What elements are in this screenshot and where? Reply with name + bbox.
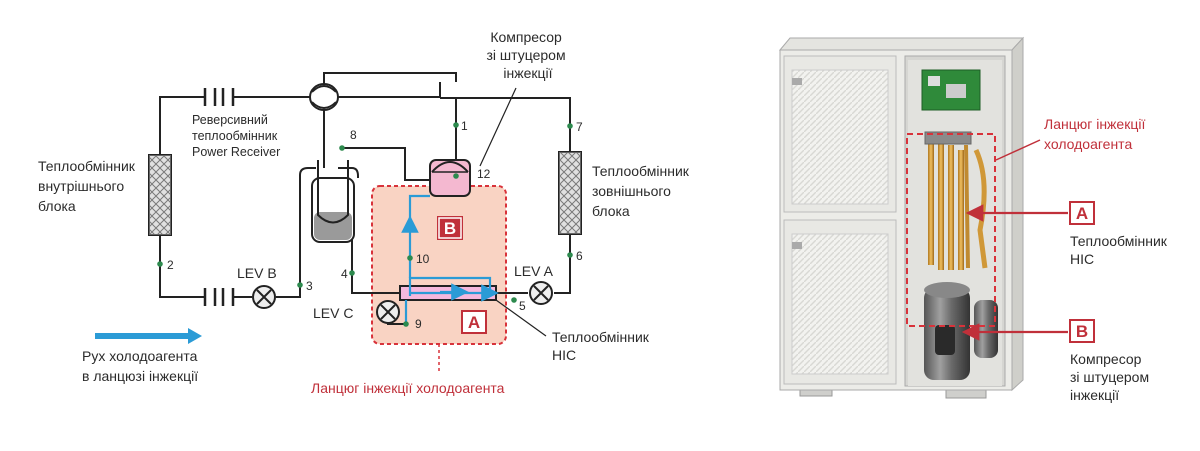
flare-connection-bottom bbox=[203, 288, 235, 306]
point-12: 12 bbox=[477, 167, 491, 181]
hic-label: Теплообмінник HIC bbox=[552, 329, 653, 363]
point-6: 6 bbox=[576, 249, 583, 263]
flare-connection-top bbox=[203, 88, 235, 106]
point-labels: 1 2 3 4 5 6 7 8 9 10 12 bbox=[167, 119, 583, 331]
right-a-label: Теплообмінник HIC bbox=[1070, 233, 1171, 267]
lev-c-label: LEV C bbox=[313, 305, 353, 321]
point-1: 1 bbox=[461, 119, 468, 133]
point-5: 5 bbox=[519, 299, 526, 313]
outdoor-unit-cutaway: Ланцюг інжекції холодоагента A Теплообмі… bbox=[778, 36, 1171, 403]
svg-text:B: B bbox=[444, 219, 456, 238]
flow-legend: Рух холодоагента в ланцюзі інжекції bbox=[82, 328, 202, 384]
right-b-label: Компресор зі штуцером інжекції bbox=[1070, 351, 1153, 403]
circuit-leader bbox=[995, 139, 1041, 161]
pcb-chip bbox=[928, 76, 940, 86]
outdoor-hx-label: Теплообмінник зовнішнього блока bbox=[592, 163, 693, 219]
flow-legend-arrowhead-icon bbox=[188, 328, 202, 344]
compressor-leader bbox=[479, 87, 517, 167]
unit-top bbox=[778, 37, 1025, 51]
flow-legend-text: Рух холодоагента в ланцюзі інжекції bbox=[82, 348, 201, 384]
badge-a-left: A bbox=[461, 310, 487, 334]
badge-b-right: B bbox=[1069, 319, 1095, 343]
lev-b-valve bbox=[252, 285, 276, 309]
injection-circuit-caption: Ланцюг інжекції холодоагента bbox=[311, 380, 505, 396]
refrigerant-piping bbox=[159, 72, 571, 325]
point-3: 3 bbox=[306, 279, 313, 293]
compressor-label: Компресор зі штуцером інжекції bbox=[487, 29, 570, 81]
lev-c-valve bbox=[376, 300, 400, 324]
unit-compressor bbox=[924, 282, 998, 380]
front-grille-lower bbox=[791, 233, 889, 375]
point-7: 7 bbox=[576, 120, 583, 134]
lev-a-label: LEV A bbox=[514, 263, 554, 279]
indoor-heat-exchanger bbox=[148, 154, 172, 236]
svg-text:B: B bbox=[1076, 322, 1088, 341]
point-9: 9 bbox=[415, 317, 422, 331]
right-circuit-label: Ланцюг інжекції холодоагента bbox=[1044, 116, 1149, 152]
handle-lower bbox=[792, 242, 802, 249]
point-4: 4 bbox=[341, 267, 348, 281]
svg-text:A: A bbox=[1076, 204, 1088, 223]
front-grille-upper bbox=[791, 69, 889, 205]
outdoor-heat-exchanger bbox=[558, 151, 582, 235]
badge-b-left: B bbox=[437, 216, 463, 240]
four-way-valve bbox=[309, 83, 339, 111]
hic-leader bbox=[495, 299, 547, 337]
lev-a-valve bbox=[529, 281, 553, 305]
pcb-component bbox=[946, 84, 966, 98]
reversible-hx-label: Реверсивний теплообмінник Power Receiver bbox=[192, 113, 281, 159]
point-2: 2 bbox=[167, 258, 174, 272]
measurement-points bbox=[157, 122, 573, 327]
svg-text:A: A bbox=[468, 313, 480, 332]
badge-a-right: A bbox=[1069, 201, 1095, 225]
injection-circuit-outline bbox=[906, 133, 996, 327]
injection-flow-path bbox=[401, 194, 499, 324]
power-receiver bbox=[311, 160, 355, 243]
handle-upper bbox=[792, 78, 802, 85]
indoor-hx-label: Теплообмінник внутрішнього блока bbox=[38, 158, 139, 214]
refrigerant-schematic: 1 2 3 4 5 6 7 8 9 10 12 A B LEV B LEV A … bbox=[38, 29, 693, 396]
point-10: 10 bbox=[416, 252, 430, 266]
compressor bbox=[429, 159, 471, 197]
lev-b-label: LEV B bbox=[237, 265, 277, 281]
point-8: 8 bbox=[350, 128, 357, 142]
